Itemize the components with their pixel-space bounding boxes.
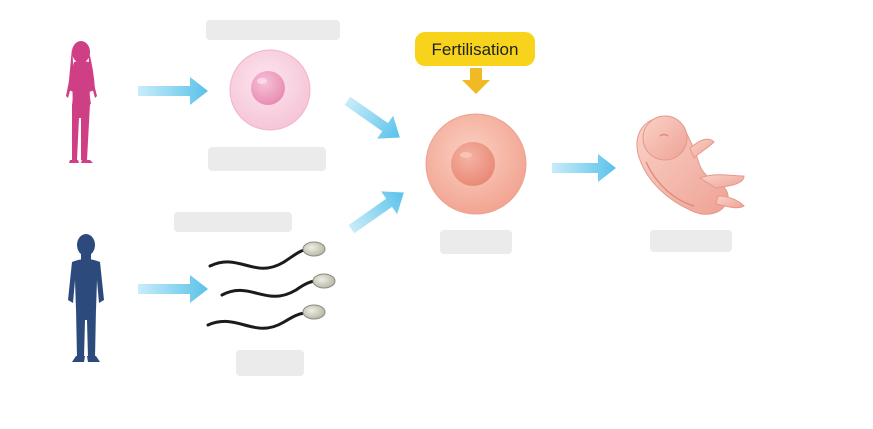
- callout-arrow-icon: [462, 68, 490, 94]
- fertilisation-label: Fertilisation: [432, 40, 519, 59]
- blank-label-sperm-top: [174, 212, 292, 232]
- arrow-sperm-to-zygote: [348, 191, 404, 234]
- blank-label-egg-bottom: [208, 147, 326, 171]
- blank-label-sperm-bottom: [236, 350, 304, 376]
- embryo-eye: [659, 133, 669, 137]
- embryo-icon: [636, 115, 745, 215]
- blank-label-zygote: [440, 230, 512, 254]
- arrow-egg-to-zygote: [344, 96, 400, 139]
- sperm-head: [302, 304, 326, 320]
- sperm-head: [312, 273, 336, 289]
- sperm-head: [302, 241, 326, 257]
- female-silhouette-icon: [66, 41, 97, 163]
- blank-label-egg-top: [206, 20, 340, 40]
- arrow-zygote-to-embryo: [552, 154, 616, 182]
- egg-cell-icon: [229, 49, 311, 131]
- male-silhouette-icon: [68, 234, 104, 362]
- embryo-spine: [645, 161, 695, 207]
- fertilisation-callout: Fertilisation: [415, 32, 535, 94]
- sperm-cells-icon: [206, 248, 316, 330]
- zygote-icon: [425, 113, 527, 215]
- arrow-female-to-egg: [138, 77, 208, 105]
- blank-label-embryo: [650, 230, 732, 252]
- arrow-male-to-sperm: [138, 275, 208, 303]
